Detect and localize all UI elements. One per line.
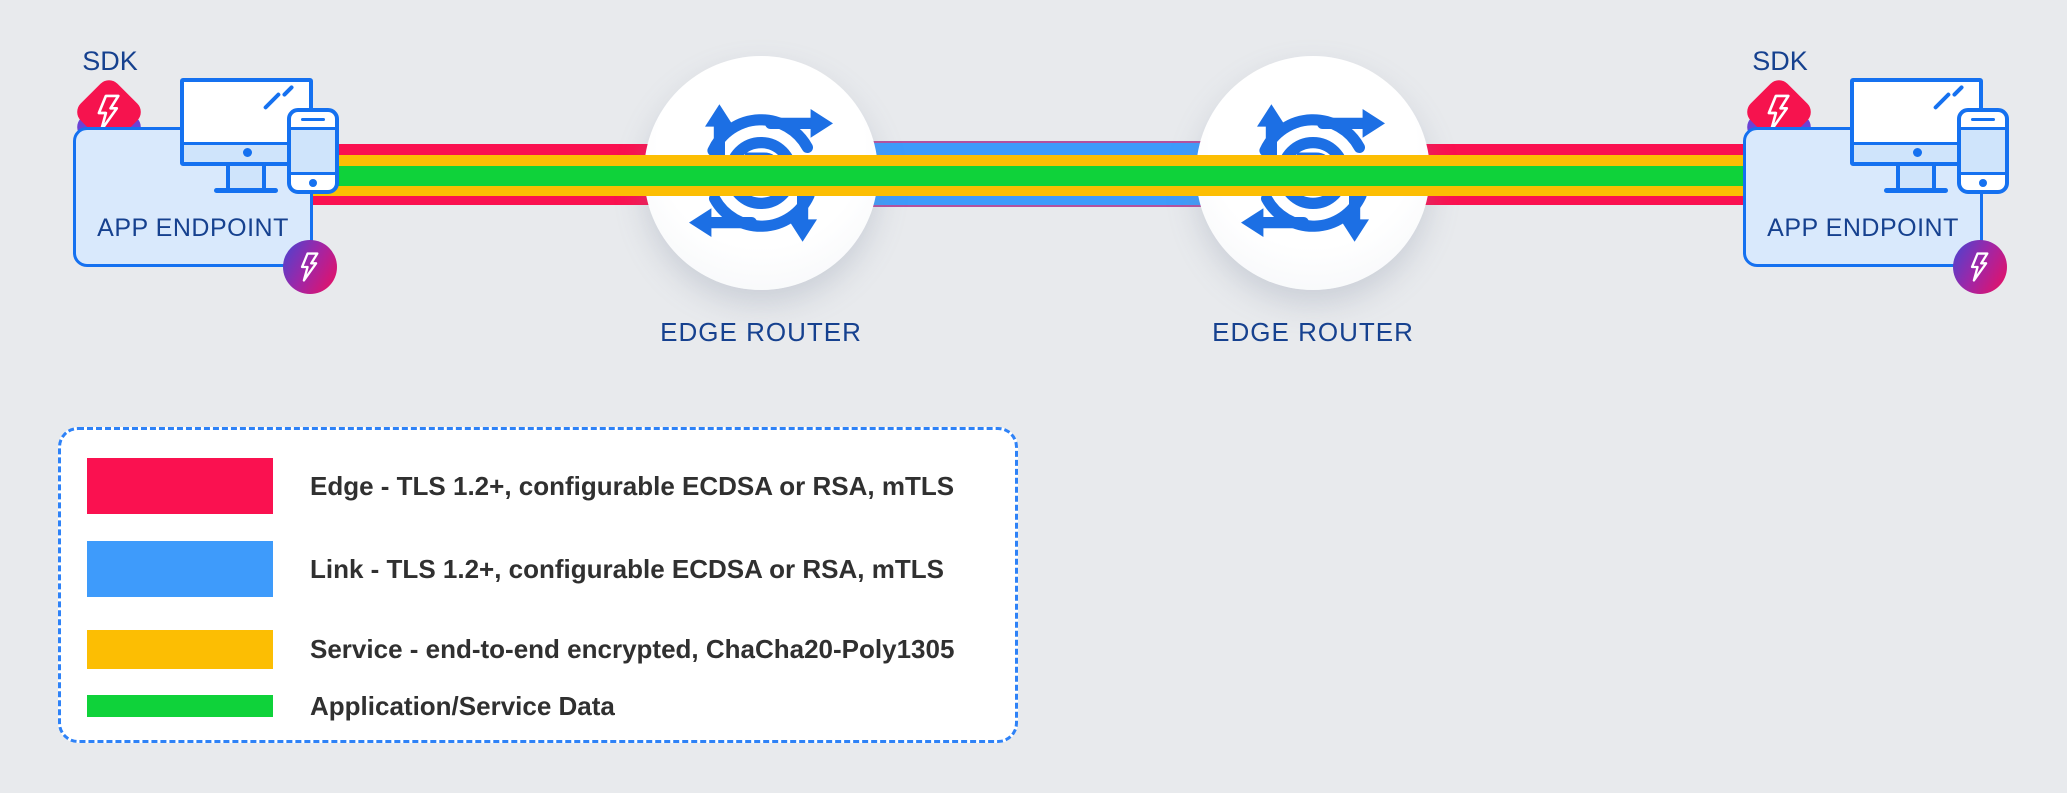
legend-swatch-edge <box>87 458 273 514</box>
data-line <box>300 166 1745 186</box>
lightning-bolt-icon <box>1970 252 1989 282</box>
app-endpoint-title: APP ENDPOINT <box>1767 214 1959 242</box>
edge-router-left-label: EDGE ROUTER <box>660 317 862 347</box>
monitor-dot <box>1912 148 1922 157</box>
service-line-top <box>300 155 1745 166</box>
legend-panel: Edge - TLS 1.2+, configurable ECDSA or R… <box>58 427 1018 743</box>
legend-swatch-data <box>87 695 273 717</box>
phone-screen <box>1961 127 2005 175</box>
phone-badge-connector <box>1980 190 1983 246</box>
legend-swatch-service <box>87 630 273 669</box>
monitor-chin <box>184 142 309 162</box>
phone-icon <box>1957 108 2009 194</box>
link-line-bottom <box>800 196 1270 207</box>
monitor-base <box>214 188 278 193</box>
phone-speaker <box>301 118 325 121</box>
edge-router-right-label: EDGE ROUTER <box>1212 317 1414 347</box>
monitor-base <box>1884 188 1948 193</box>
legend-label-service: Service - end-to-end encrypted, ChaCha20… <box>310 634 955 664</box>
monitor-stand <box>1896 166 1936 190</box>
monitor-dot <box>242 148 252 157</box>
legend-label-link: Link - TLS 1.2+, configurable ECDSA or R… <box>310 554 944 584</box>
sdk-label: SDK <box>82 46 138 76</box>
monitor-stand <box>226 166 266 190</box>
lightning-bolt-icon <box>1767 94 1790 132</box>
monitor-chin <box>1854 142 1979 162</box>
service-line-bottom <box>300 186 1745 196</box>
phone-speaker <box>1971 118 1995 121</box>
legend-label-data: Application/Service Data <box>310 691 615 721</box>
app-endpoint-title: APP ENDPOINT <box>97 214 289 242</box>
phone-home-button <box>309 179 317 187</box>
app-endpoint-right: SDK APP ENDPOINT <box>1728 40 2028 300</box>
phone-screen <box>291 127 335 175</box>
legend-swatch-link <box>87 541 273 597</box>
link-line-top <box>800 141 1270 155</box>
app-endpoint-left: SDK APP ENDPOINT <box>58 40 358 300</box>
lightning-bolt-icon <box>97 94 120 132</box>
phone-home-button <box>1979 179 1987 187</box>
phone-badge-connector <box>310 190 313 246</box>
phone-icon <box>287 108 339 194</box>
ziti-badge-icon <box>283 240 337 294</box>
sdk-label: SDK <box>1752 46 1808 76</box>
legend-label-edge: Edge - TLS 1.2+, configurable ECDSA or R… <box>310 471 955 501</box>
ziti-badge-icon <box>1953 240 2007 294</box>
lightning-bolt-icon <box>300 252 319 282</box>
